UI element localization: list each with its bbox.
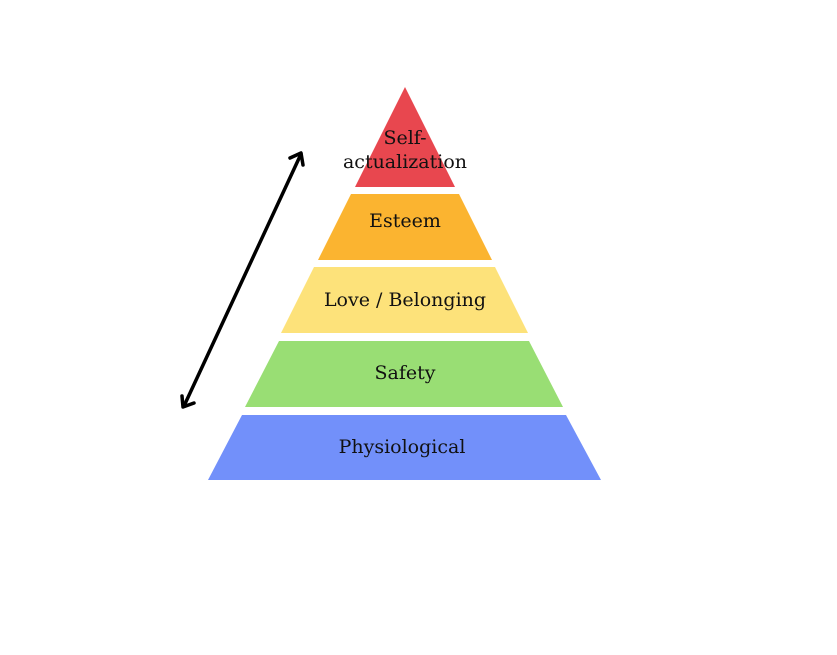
- level-esteem: [318, 194, 492, 260]
- label-safety: Safety: [375, 362, 436, 384]
- label-love-belonging: Love / Belonging: [324, 289, 486, 311]
- level-self-actualization: [355, 87, 455, 187]
- double-headed-arrow-icon: [180, 151, 305, 409]
- level-physiological: [208, 415, 601, 480]
- label-esteem: Esteem: [369, 210, 441, 232]
- level-safety: [245, 341, 563, 407]
- label-physiological: Physiological: [339, 436, 466, 458]
- label-actualization: actualization: [343, 151, 467, 173]
- level-love-belonging: [281, 267, 528, 333]
- label-self: Self-: [383, 127, 426, 149]
